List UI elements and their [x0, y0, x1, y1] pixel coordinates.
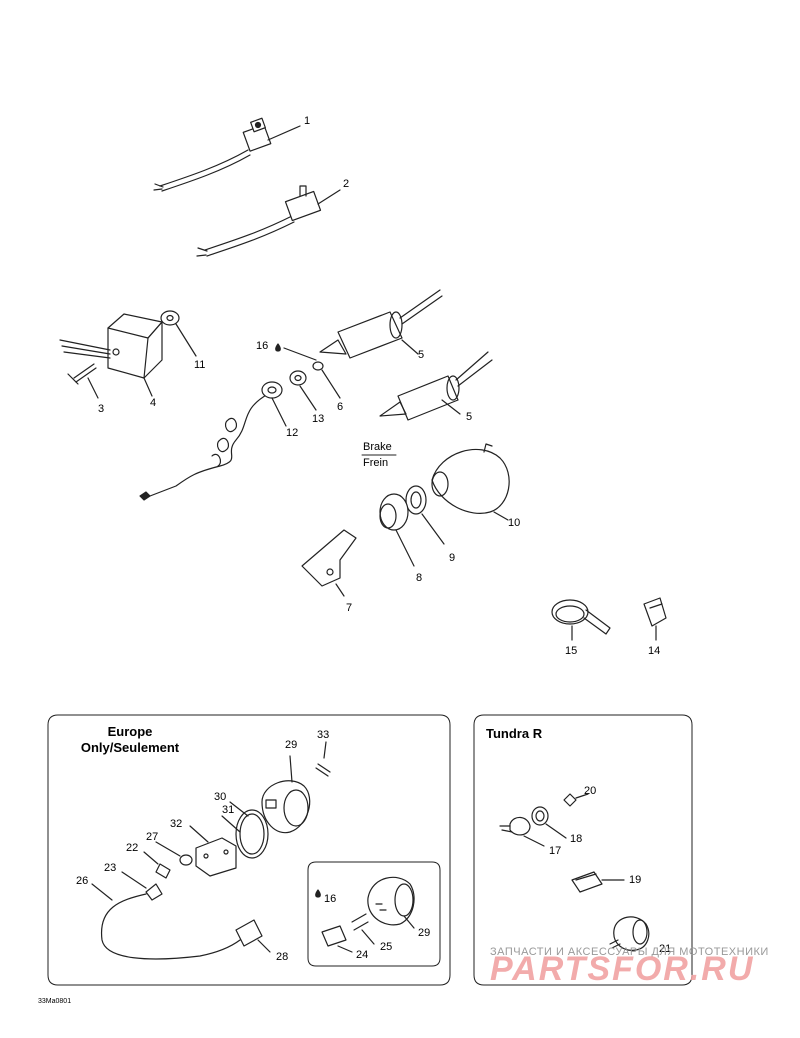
part-26-wire	[91, 883, 241, 960]
callout-3: 3	[98, 403, 105, 415]
part-4-junction-box	[59, 313, 163, 397]
part-18-ring	[531, 806, 567, 839]
callout-20: 20	[584, 785, 597, 797]
part-11-nut	[160, 310, 197, 357]
brake-label-en: Brake	[363, 441, 392, 453]
callout-16: 16	[256, 340, 269, 352]
callout-5-lower: 5	[466, 411, 473, 423]
callout-2: 2	[343, 178, 350, 190]
europe-section-frame	[47, 714, 451, 986]
callout-17: 17	[549, 845, 562, 857]
part-5-switch-lower	[379, 351, 493, 421]
part-14-clip	[643, 597, 667, 641]
callout-30: 30	[214, 791, 227, 803]
callout-21: 21	[659, 943, 672, 955]
callout-12: 12	[286, 427, 299, 439]
callout-23: 23	[104, 862, 117, 874]
part-2-wire-harness	[196, 185, 341, 257]
part-30-gasket	[229, 801, 269, 859]
part-7-bracket	[301, 529, 357, 597]
part-32-bracket	[189, 825, 237, 877]
callout-19: 19	[629, 874, 642, 886]
part-19-switch	[571, 871, 625, 893]
part-31-ring	[221, 815, 241, 833]
part-29-gauge-inner	[367, 876, 415, 929]
callout-16-europe: 16	[324, 893, 337, 905]
part-21-gauge	[609, 916, 650, 951]
part-28-connector	[235, 919, 271, 953]
callout-32: 32	[170, 818, 183, 830]
europe-title-line2: Only/Seulement	[80, 740, 180, 755]
callout-5-upper: 5	[418, 349, 425, 361]
part-24-connector	[321, 925, 353, 953]
part-33-screw	[315, 741, 331, 777]
watermark-tagline: ЗАПЧАСТИ И АКСЕССУАРЫ ДЛЯ МОТОТЕХНИКИ	[490, 946, 769, 958]
part-15-clamp	[551, 599, 611, 641]
callout-8: 8	[416, 572, 423, 584]
callout-26: 26	[76, 875, 89, 887]
drawing-code: 33Ma0801	[38, 998, 72, 1005]
callout-29-inner: 29	[418, 927, 431, 939]
callout-6: 6	[337, 401, 344, 413]
callout-29: 29	[285, 739, 298, 751]
callout-15: 15	[565, 645, 578, 657]
brake-label-fr: Frein	[363, 457, 389, 469]
part-10-brake-switch	[431, 443, 510, 521]
europe-title-line1: Europe	[107, 724, 153, 739]
tundra-section-frame	[473, 714, 693, 986]
part-17-switch	[499, 816, 545, 847]
callout-24: 24	[356, 949, 369, 961]
part-29-gauge-europe	[261, 755, 311, 834]
callout-11: 11	[194, 359, 206, 371]
callout-27: 27	[146, 831, 159, 843]
callout-18: 18	[570, 833, 583, 845]
callout-4: 4	[150, 397, 157, 409]
callout-13: 13	[312, 413, 325, 425]
part-1-wire-harness	[153, 117, 301, 192]
part-16-grease	[275, 343, 317, 361]
part-5-switch-upper	[319, 289, 443, 359]
tundra-title: Tundra R	[486, 726, 543, 741]
part-9-ring	[405, 485, 445, 545]
part-20-nut	[563, 793, 589, 807]
part-23-plug	[121, 871, 163, 901]
part-13-connector	[289, 370, 317, 411]
callout-7: 7	[346, 602, 353, 614]
callout-33: 33	[317, 729, 330, 741]
callout-14: 14	[648, 645, 661, 657]
part-22-clip	[143, 851, 171, 879]
europe-inner-frame	[307, 861, 441, 967]
watermark-logo: PARTSFOR.RU	[490, 950, 755, 988]
part-25-pin	[351, 913, 375, 945]
callout-25: 25	[380, 941, 393, 953]
part-8-bushing	[379, 493, 415, 567]
part-12-coiled-cable	[139, 381, 287, 501]
callout-22: 22	[126, 842, 139, 854]
part-27-nut	[155, 841, 193, 866]
callout-31: 31	[222, 804, 235, 816]
callout-28: 28	[276, 951, 289, 963]
callout-9: 9	[449, 552, 456, 564]
part-3-screw	[67, 363, 99, 399]
part-16-grease-europe	[315, 889, 321, 898]
part-6-fitting	[312, 361, 341, 399]
callout-10: 10	[508, 517, 521, 529]
callout-1: 1	[304, 115, 311, 127]
